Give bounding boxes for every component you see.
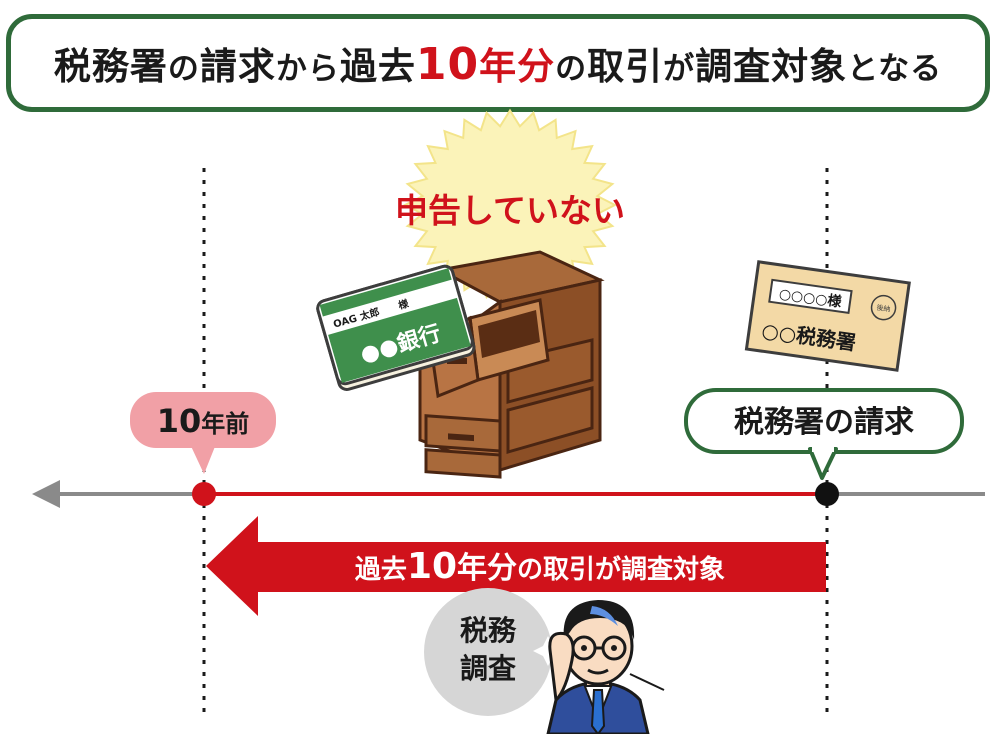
tax-office-envelope: ○○○○様 ○○税務署 後納	[744, 260, 911, 372]
request-dot	[815, 482, 839, 506]
timeline-arrowhead	[32, 480, 60, 508]
tax-office-request-bubble: 税務署の請求	[684, 388, 964, 480]
svg-text:後納: 後納	[876, 303, 891, 314]
bank-passbook: OAG 太郎 様 ●●銀行	[316, 264, 476, 392]
svg-text:10年前: 10年前	[157, 402, 250, 440]
tax-audit-line2: 調査	[460, 652, 516, 685]
unreported-label: 申告していない	[395, 191, 625, 230]
ten-years-ago-unit: 年前	[201, 410, 249, 438]
ten-years-ago-dot	[192, 482, 216, 506]
tax-audit-badge: 税務 調査	[424, 588, 563, 716]
tax-audit-line1: 税務	[460, 614, 517, 647]
ten-years-ago-bubble: 10年前	[130, 392, 276, 474]
investigation-period-arrow: 過去10年分の取引が調査対象	[206, 516, 826, 616]
title-text: 税務署の請求から過去10年分の取引が調査対象となる	[53, 39, 943, 90]
title-tax-office: 税務署	[53, 45, 168, 88]
tax-inspector-figure	[546, 600, 665, 734]
svg-text:過去10年分の取引が調査対象: 過去10年分の取引が調査対象	[355, 546, 725, 587]
ten-years-ago-number: 10	[157, 402, 202, 440]
title-banner: 税務署の請求から過去10年分の取引が調査対象となる	[6, 14, 990, 112]
sparkle-icon	[533, 636, 563, 666]
envelope-stamp	[870, 294, 897, 321]
drawer-chest	[418, 250, 605, 479]
title-ten: 10	[415, 39, 480, 90]
tax-office-request-label: 税務署の請求	[734, 405, 914, 440]
